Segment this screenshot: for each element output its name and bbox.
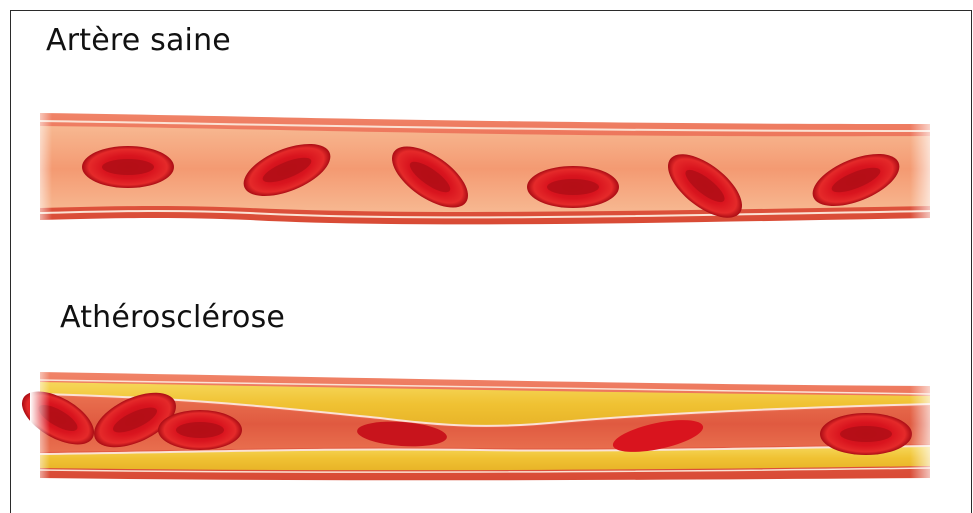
red-blood-cell: [527, 166, 619, 208]
healthy-artery-label: Artère saine: [46, 24, 231, 58]
red-blood-cell: [158, 410, 242, 450]
red-blood-cell: [82, 146, 174, 188]
healthy-artery-diagram: [0, 100, 973, 240]
atherosclerosis-artery-diagram: [0, 360, 973, 500]
atherosclerosis-label: Athérosclérose: [60, 301, 285, 335]
red-blood-cell: [820, 413, 912, 455]
